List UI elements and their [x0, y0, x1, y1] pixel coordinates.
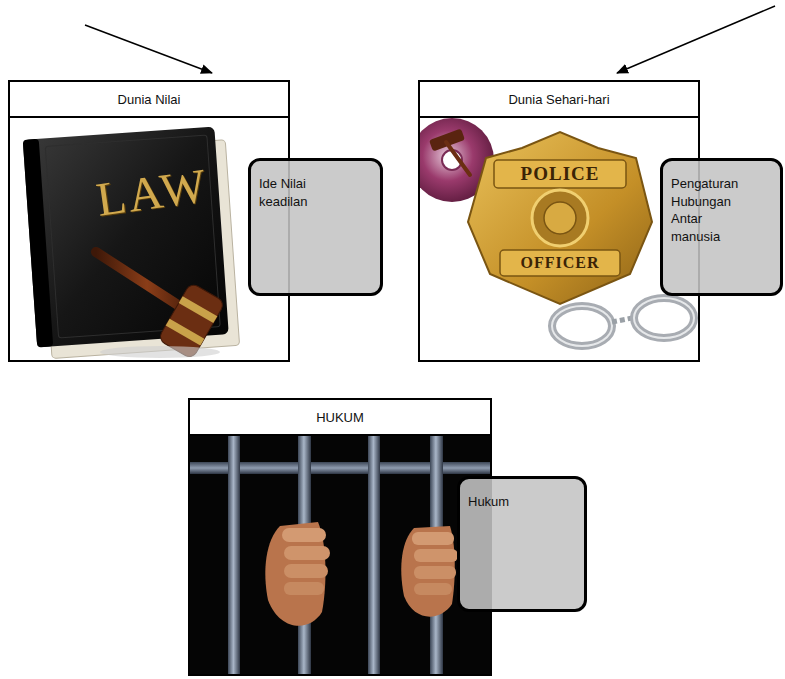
law-book-picture	[10, 118, 288, 360]
police-badge-picture	[420, 118, 698, 360]
police-badge-picture	[552, 306, 612, 346]
pointer-arrow	[617, 6, 775, 73]
police-badge-picture	[544, 202, 576, 234]
law-book-picture	[179, 296, 218, 323]
prison-bars-picture	[284, 546, 330, 560]
callout-box: Hukum	[457, 476, 587, 612]
law-book-picture	[23, 126, 240, 360]
panel-header: Dunia Sehari-hari	[420, 82, 698, 118]
callout-text: Hukum	[468, 493, 509, 511]
prison-bars-picture	[284, 582, 324, 595]
image-panel: HUKUM	[188, 398, 492, 676]
image-panel: Dunia Sehari-hari	[418, 80, 700, 362]
panel-title: HUKUM	[316, 410, 364, 425]
law-book-picture	[10, 118, 288, 360]
prison-bars-picture	[414, 566, 456, 579]
police-badge-picture	[446, 142, 470, 175]
law-book-picture	[100, 346, 220, 358]
prison-bars-picture	[282, 528, 326, 542]
police-badge-picture	[532, 190, 588, 246]
panel-title: Dunia Nilai	[118, 92, 181, 107]
panel-header: Dunia Nilai	[10, 82, 288, 118]
image-text: OFFICER	[521, 254, 600, 272]
panel-title: Dunia Sehari-hari	[508, 92, 609, 107]
image-text: POLICE	[521, 163, 600, 185]
prison-bars-picture	[228, 436, 240, 674]
pointer-arrow	[85, 6, 775, 73]
callout-text: Pengaturan Hubungan Antar manusia	[671, 175, 738, 245]
prison-bars-picture	[284, 564, 328, 578]
police-badge-picture	[429, 129, 465, 152]
law-book-picture	[23, 139, 53, 348]
law-book-picture	[166, 319, 205, 346]
image-text: LAW	[93, 157, 211, 227]
panel-header: HUKUM	[190, 400, 490, 436]
police-badge-picture	[468, 132, 652, 304]
police-badge-picture	[634, 298, 694, 338]
prison-bars-picture	[414, 583, 452, 595]
police-badge-picture	[494, 160, 626, 188]
police-badge-picture	[634, 298, 694, 338]
callout-box: Pengaturan Hubungan Antar manusia	[660, 158, 783, 296]
prison-bars-picture	[190, 436, 490, 674]
prison-bars-picture	[414, 549, 458, 562]
law-book-picture	[45, 135, 220, 338]
callout-box: Ide Nilai keadilan	[248, 158, 383, 296]
prison-bars-picture	[412, 532, 454, 545]
prison-bars-picture	[190, 436, 490, 674]
police-badge-picture	[500, 250, 620, 276]
police-badge-picture	[552, 306, 612, 346]
police-badge-picture	[612, 318, 632, 322]
prison-bars-picture	[368, 436, 380, 674]
callout-text: Ide Nilai keadilan	[259, 175, 307, 210]
pointer-arrow	[85, 25, 212, 73]
